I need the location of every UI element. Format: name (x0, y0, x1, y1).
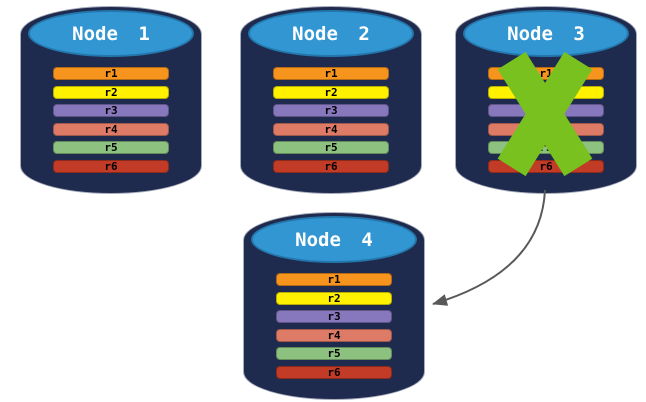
row-r1: r1 (53, 67, 169, 80)
row-r6: r6 (273, 159, 389, 173)
row-r1: r1 (273, 67, 389, 80)
node-label: Node 2 (292, 22, 370, 45)
node-label: Node 1 (72, 22, 150, 45)
row-stack: r1 r2 r3 r4 r5 r6 (276, 273, 392, 379)
row-r2: r2 (276, 291, 392, 305)
cylinder-top (463, 10, 629, 57)
row-r3: r3 (53, 104, 169, 117)
row-r1: r1 (276, 273, 392, 286)
node-label: Node 3 (507, 22, 585, 45)
row-r6: r6 (276, 365, 392, 379)
row-r2: r2 (53, 85, 169, 99)
row-stack: r1 r2 r3 r4 r5 r6 (53, 67, 169, 173)
cylinder-top (251, 216, 417, 263)
node-1: Node 1 r1 r2 r3 r4 r5 r6 (21, 7, 201, 193)
row-r3: r3 (276, 310, 392, 323)
row-r3: r3 (273, 104, 389, 117)
row-r4: r4 (273, 122, 389, 136)
node-2: Node 2 r1 r2 r3 r4 r5 r6 (241, 7, 421, 193)
row-r4: r4 (276, 328, 392, 342)
node-4: Node 4 r1 r2 r3 r4 r5 r6 (244, 213, 424, 399)
row-r6: r6 (53, 159, 169, 173)
cylinder-top (28, 10, 194, 57)
cylinder-top (248, 10, 414, 57)
row-r5: r5 (273, 141, 389, 154)
row-r2: r2 (273, 85, 389, 99)
x-mark-icon (497, 51, 592, 177)
node-3: Node 3r1r2r3r4r5r6 (456, 7, 636, 193)
row-stack: r1 r2 r3 r4 r5 r6 (273, 67, 389, 173)
row-r5: r5 (276, 347, 392, 360)
row-r5: r5 (53, 141, 169, 154)
node-label: Node 4 (295, 228, 373, 251)
row-r4: r4 (53, 122, 169, 136)
